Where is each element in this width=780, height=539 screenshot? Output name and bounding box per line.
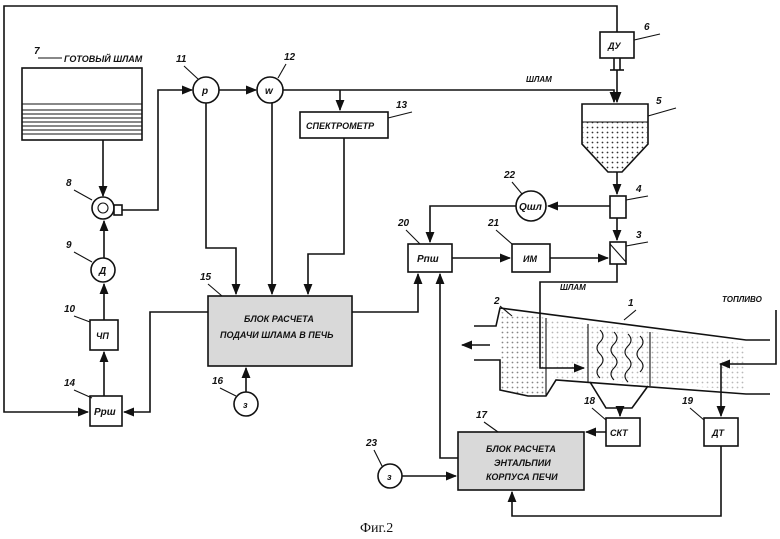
ref-num-13: 13 bbox=[396, 100, 408, 111]
frequency-converter-label: ЧП bbox=[96, 331, 109, 341]
ref-num-3: 3 bbox=[636, 230, 642, 241]
ref-num-14: 14 bbox=[64, 378, 76, 389]
slurry-pump: 8 bbox=[66, 178, 123, 220]
slurry-feed-calc-line1: БЛОК РАСЧЕТА bbox=[244, 314, 314, 324]
kiln-body-temp-sensor: СКТ 18 bbox=[584, 396, 641, 447]
enthalpy-calc-line1: БЛОК РАСЧЕТА bbox=[486, 444, 556, 454]
ref-num-16: 16 bbox=[212, 376, 224, 387]
moisture-sensor-label: w bbox=[265, 86, 274, 97]
ref-num-10: 10 bbox=[64, 304, 76, 315]
ref-num-4: 4 bbox=[635, 184, 642, 195]
ref-num-5: 5 bbox=[656, 96, 662, 107]
slurry-flow-meter: 4 bbox=[609, 184, 649, 219]
slurry-flow-regulator-label: Pрш bbox=[94, 407, 116, 418]
ref-num-9: 9 bbox=[66, 240, 72, 251]
spectrometer: СПЕКТРОМЕТР 13 bbox=[299, 100, 413, 139]
ref-num-2: 2 bbox=[493, 296, 500, 307]
actuator: ИМ 21 bbox=[487, 218, 551, 273]
fuel-flow-label: ДТ bbox=[711, 428, 725, 438]
fuel-flow-label: ТОПЛИВО bbox=[722, 295, 763, 304]
pressure-sensor-label: p bbox=[201, 86, 208, 97]
ref-num-11: 11 bbox=[176, 54, 187, 65]
ref-num-15: 15 bbox=[200, 272, 212, 283]
ref-num-21: 21 bbox=[487, 218, 500, 229]
slurry-hopper: 5 bbox=[581, 96, 677, 173]
drive-motor: Д 9 bbox=[66, 240, 116, 283]
slurry-flow-regulator: Pрш 14 bbox=[64, 378, 123, 427]
furnace-slurry-regulator-label: Pпш bbox=[417, 254, 439, 265]
figure-caption: Фиг.2 bbox=[360, 521, 393, 536]
ref-num-12: 12 bbox=[284, 52, 296, 63]
kiln-enthalpy-calc-block: БЛОК РАСЧЕТА ЭНТАЛЬПИИ КОРПУСА ПЕЧИ 17 bbox=[457, 410, 585, 491]
dosing-unit-label: ДУ bbox=[607, 41, 621, 51]
ref-num-22: 22 bbox=[503, 170, 516, 181]
slurry-flow-indicator: Qшл 22 bbox=[503, 170, 547, 222]
dosing-unit: ДУ 6 bbox=[599, 22, 661, 71]
connection-lines bbox=[3, 5, 777, 517]
ready-slurry-tank: ГОТОВЫЙ ШЛАМ 7 bbox=[21, 46, 143, 141]
moisture-sensor: w 12 bbox=[256, 52, 296, 104]
enthalpy-setpoint-label: з bbox=[387, 472, 392, 482]
ref-num-1: 1 bbox=[628, 298, 634, 309]
slurry-valve: 3 bbox=[609, 230, 649, 265]
rotary-kiln: 1 2 bbox=[460, 296, 770, 409]
furnace-slurry-regulator: Pпш 20 bbox=[397, 218, 453, 273]
slurry-setpoint-label: з bbox=[243, 400, 248, 410]
slurry-flow-indicator-label: Qшл bbox=[519, 202, 543, 213]
ref-num-6: 6 bbox=[644, 22, 650, 33]
drive-motor-label: Д bbox=[98, 266, 106, 277]
slurry-level-lines bbox=[22, 109, 142, 135]
enthalpy-setpoint: з 23 bbox=[365, 438, 403, 489]
ref-num-17: 17 bbox=[476, 410, 488, 421]
ref-num-23: 23 bbox=[365, 438, 378, 449]
ref-num-7: 7 bbox=[34, 46, 40, 57]
slurry-flow-label-top: ШЛАМ bbox=[526, 75, 552, 84]
enthalpy-calc-line3: КОРПУСА ПЕЧИ bbox=[486, 472, 558, 482]
frequency-converter: ЧП 10 bbox=[64, 304, 119, 351]
ref-num-20: 20 bbox=[397, 218, 410, 229]
spectrometer-label: СПЕКТРОМЕТР bbox=[306, 121, 375, 131]
ref-num-19: 19 bbox=[682, 396, 694, 407]
actuator-label: ИМ bbox=[523, 254, 537, 264]
slurry-feed-calc-line2: ПОДАЧИ ШЛАМА В ПЕЧЬ bbox=[220, 330, 334, 340]
slurry-flow-label-mid: ШЛАМ bbox=[560, 283, 586, 292]
kiln-body-temp-label: СКТ bbox=[610, 428, 629, 438]
fuel-flow-sensor: ДТ 19 bbox=[682, 396, 739, 447]
ready-slurry-label: ГОТОВЫЙ ШЛАМ bbox=[64, 53, 143, 64]
enthalpy-calc-line2: ЭНТАЛЬПИИ bbox=[494, 458, 551, 468]
ref-num-8: 8 bbox=[66, 178, 72, 189]
slurry-feed-calc-block: БЛОК РАСЧЕТА ПОДАЧИ ШЛАМА В ПЕЧЬ 15 bbox=[200, 272, 353, 367]
slurry-setpoint: з 16 bbox=[212, 376, 259, 417]
ref-num-18: 18 bbox=[584, 396, 596, 407]
pressure-sensor: p 11 bbox=[176, 54, 220, 104]
